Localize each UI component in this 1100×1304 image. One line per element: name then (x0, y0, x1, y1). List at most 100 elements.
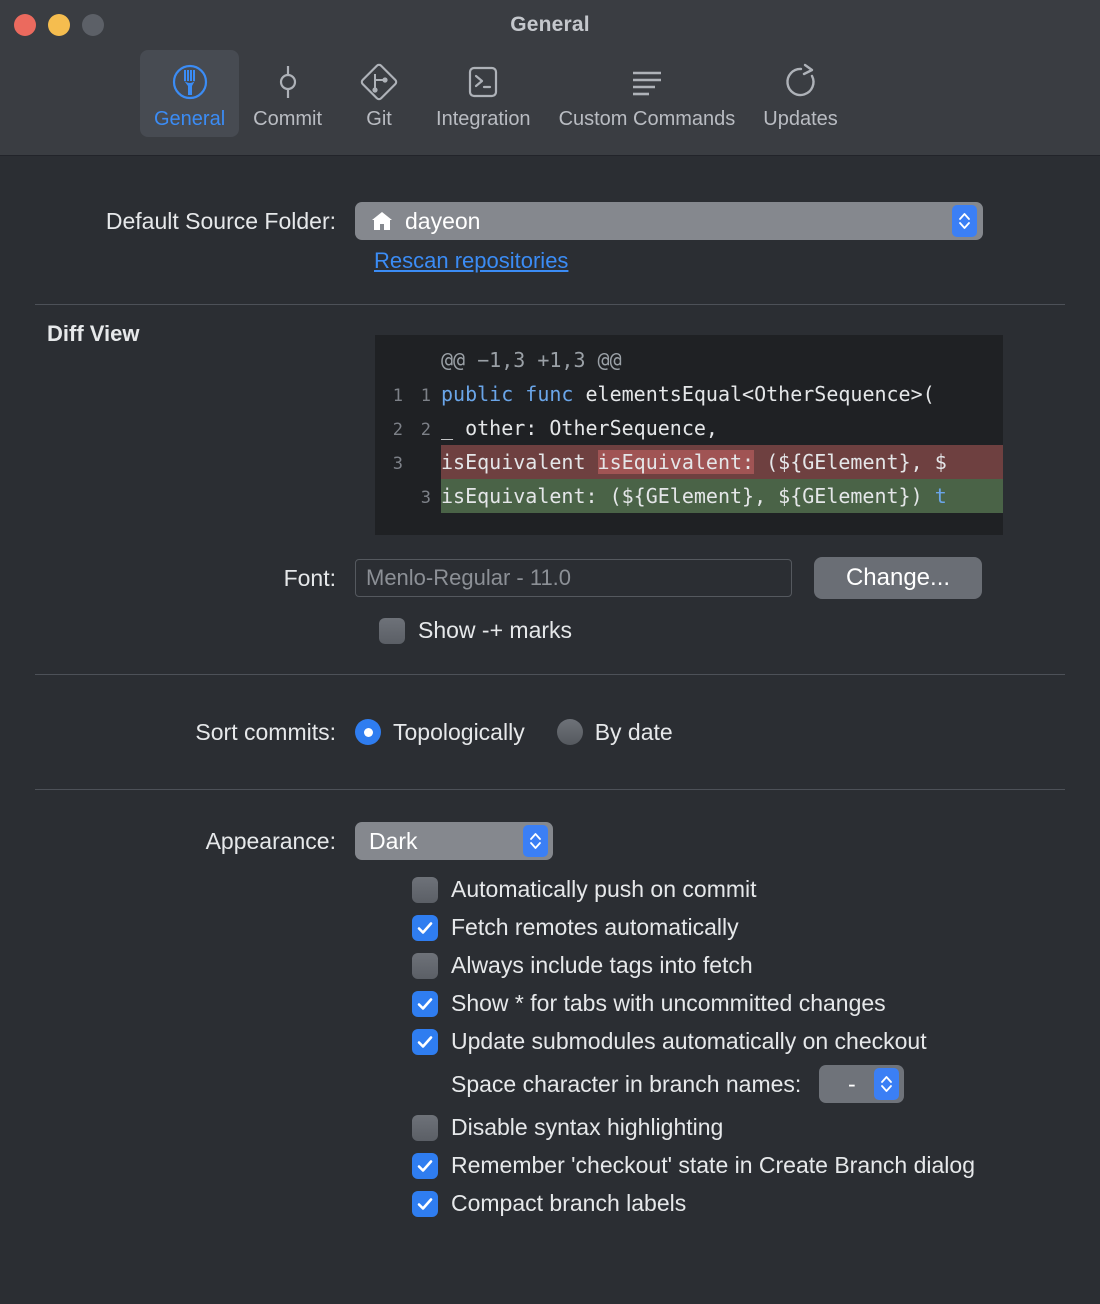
git-diamond-icon (357, 58, 401, 106)
checkbox-box[interactable] (412, 1190, 438, 1217)
diff-gutter-old (375, 479, 403, 513)
toolbar-label-custom-commands: Custom Commands (558, 108, 736, 130)
checkbox-compact-branch-labels[interactable]: Compact branch labels (412, 1190, 1100, 1217)
diff-view-title: Diff View (47, 321, 140, 346)
window-titlebar: General (0, 0, 1100, 50)
divider-sort-commits-bottom (35, 789, 1065, 790)
checkbox-label: Always include tags into fetch (451, 952, 753, 978)
diff-line-text: public func elementsEqual<OtherSequence>… (441, 382, 935, 406)
toolbar-label-updates: Updates (763, 108, 838, 130)
appearance-stepper[interactable] (523, 825, 548, 857)
checkbox-always-include-tags[interactable]: Always include tags into fetch (412, 952, 1100, 979)
checkbox-auto-push-on-commit[interactable]: Automatically push on commit (412, 876, 1100, 903)
preferences-toolbar: General Commit Git (0, 50, 1100, 156)
divider-sort-commits-top (35, 674, 1065, 675)
diff-line: @@ −1,3 +1,3 @@ (375, 343, 1003, 377)
checkbox-label: Show * for tabs with uncommitted changes (451, 990, 886, 1016)
space-character-value: - (847, 1070, 856, 1097)
diff-line-add: 3 isEquivalent: (${GElement}, ${GElement… (375, 479, 1003, 513)
lines-list-icon (622, 58, 672, 106)
zoom-button[interactable] (82, 14, 104, 36)
rescan-repositories-row: Rescan repositories (0, 248, 1100, 274)
sort-commits-row: Sort commits: Topologically By date (0, 703, 1100, 761)
minimize-button[interactable] (48, 14, 70, 36)
diff-gutter-new: 1 (420, 386, 431, 406)
checkbox-remember-checkout-state[interactable]: Remember 'checkout' state in Create Bran… (412, 1152, 1100, 1179)
space-character-label: Space character in branch names: (451, 1070, 802, 1097)
checkbox-fetch-remotes-automatically[interactable]: Fetch remotes automatically (412, 914, 1100, 941)
checkbox-disable-syntax-highlighting[interactable]: Disable syntax highlighting (412, 1114, 1100, 1141)
checkbox-label: Compact branch labels (451, 1190, 687, 1216)
space-character-popup[interactable]: - (819, 1065, 905, 1103)
terminal-icon (461, 58, 505, 106)
checkbox-box[interactable] (412, 990, 438, 1017)
toolbar-label-commit: Commit (253, 108, 323, 130)
diff-font-label: Font: (283, 564, 336, 591)
diff-gutter-new (403, 445, 431, 479)
default-source-folder-popup[interactable]: dayeon (355, 202, 983, 240)
diff-gutter-new (403, 343, 431, 377)
checkbox-label: Remember 'checkout' state in Create Bran… (451, 1152, 975, 1178)
change-font-button[interactable]: Change... (814, 557, 982, 599)
checkbox-box[interactable] (379, 617, 405, 644)
toolbar-item-commit[interactable]: Commit (239, 50, 336, 137)
checkbox-box[interactable] (412, 1152, 438, 1179)
rescan-repositories-link[interactable]: Rescan repositories (374, 248, 569, 273)
toolbar-item-custom-commands[interactable]: Custom Commands (545, 50, 750, 137)
appearance-checkbox-list: Automatically push on commit Fetch remot… (35, 876, 1100, 1217)
appearance-section: Appearance: Dark Automatically push on c… (0, 822, 1100, 1217)
home-icon (369, 208, 395, 234)
default-source-folder-stepper[interactable] (952, 205, 977, 237)
checkbox-box[interactable] (412, 1114, 438, 1141)
diff-gutter-new: 2 (420, 420, 431, 440)
divider-diff-view (35, 304, 1065, 305)
default-source-folder-value: dayeon (405, 207, 481, 234)
diff-gutter-old: 3 (392, 454, 403, 474)
checkbox-box[interactable] (412, 914, 438, 941)
appearance-row: Appearance: Dark (35, 822, 1100, 860)
space-character-stepper[interactable] (874, 1068, 900, 1100)
checkbox-label: Fetch remotes automatically (451, 914, 739, 940)
checkbox-label: Disable syntax highlighting (451, 1114, 724, 1140)
checkbox-label: Show -+ marks (418, 617, 573, 643)
diff-preview: @@ −1,3 +1,3 @@ 1 1 public func elements… (375, 335, 1003, 535)
diff-line-text: @@ −1,3 +1,3 @@ (441, 348, 622, 372)
checkbox-box[interactable] (412, 952, 438, 979)
default-source-folder-label: Default Source Folder: (105, 207, 336, 234)
radio-topologically[interactable]: Topologically (355, 719, 525, 746)
toolbar-item-updates[interactable]: Updates (749, 50, 852, 137)
commit-node-icon (266, 58, 310, 106)
radio-button[interactable] (556, 719, 583, 745)
checkbox-show-marks[interactable]: Show -+ marks (379, 617, 1100, 644)
checkbox-show-asterisk-tabs[interactable]: Show * for tabs with uncommitted changes (412, 990, 1100, 1017)
diff-line-text: _ other: OtherSequence, (441, 416, 718, 440)
sort-commits-label: Sort commits: (195, 718, 336, 745)
appearance-label: Appearance: (205, 827, 336, 854)
diff-line-delete: 3 isEquivalent isEquivalent: (${GElement… (375, 445, 1003, 479)
toolbar-item-integration[interactable]: Integration (422, 50, 545, 137)
radio-label: By date (594, 718, 673, 745)
checkbox-box[interactable] (412, 876, 438, 903)
refresh-arrow-icon (779, 58, 823, 106)
toolbar-item-git[interactable]: Git (336, 50, 422, 137)
space-character-row: Space character in branch names: - (412, 1065, 1100, 1103)
diff-gutter-old: 2 (392, 420, 403, 440)
traffic-lights (14, 14, 104, 36)
window-title: General (510, 13, 590, 36)
diff-gutter-old: 1 (392, 386, 403, 406)
toolbar-item-general[interactable]: General (140, 50, 240, 137)
diff-gutter-new: 3 (420, 488, 431, 508)
radio-label: Topologically (393, 718, 525, 745)
toolbar-label-general: General (154, 108, 226, 130)
diff-line: 1 1 public func elementsEqual<OtherSeque… (375, 377, 1003, 411)
radio-by-date[interactable]: By date (556, 718, 673, 746)
checkbox-box[interactable] (412, 1028, 438, 1055)
diff-line: 2 2 _ other: OtherSequence, (375, 411, 1003, 445)
close-button[interactable] (14, 14, 36, 36)
diff-font-field[interactable]: Menlo-Regular - 11.0 (355, 559, 792, 597)
diff-word-highlight: isEquivalent: (597, 450, 755, 474)
appearance-popup[interactable]: Dark (355, 822, 553, 860)
radio-button[interactable] (355, 719, 381, 745)
toolbar-label-integration: Integration (436, 108, 531, 130)
checkbox-update-submodules[interactable]: Update submodules automatically on check… (412, 1028, 1100, 1055)
